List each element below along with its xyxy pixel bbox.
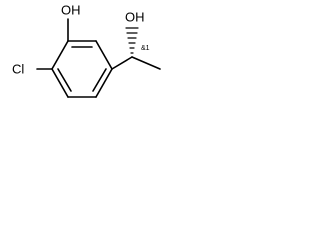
benzene-ring bbox=[51, 40, 113, 98]
phenol-oh-label: OH bbox=[61, 2, 81, 17]
ring-bond-c3-c4 bbox=[95, 68, 113, 98]
stereo-descriptor-label: &1 bbox=[141, 45, 150, 52]
bond-ring-to-stereocenter bbox=[111, 56, 133, 70]
ring-double-bond-inner-right bbox=[92, 68, 107, 92]
bond-stereocenter-to-methyl bbox=[131, 56, 161, 70]
ring-bond-c5-c6 bbox=[51, 68, 69, 98]
chemical-structure-diagram: OH Cl OH &1 bbox=[12, 2, 161, 98]
ring-bond-c6-c1 bbox=[51, 40, 69, 70]
chloro-label: Cl bbox=[12, 61, 24, 76]
ring-double-bond-inner-left bbox=[57, 68, 72, 92]
alcohol-oh-label: OH bbox=[125, 9, 145, 24]
ring-bond-c2-c3 bbox=[95, 40, 113, 70]
hashed-wedge-bond bbox=[125, 27, 139, 54]
